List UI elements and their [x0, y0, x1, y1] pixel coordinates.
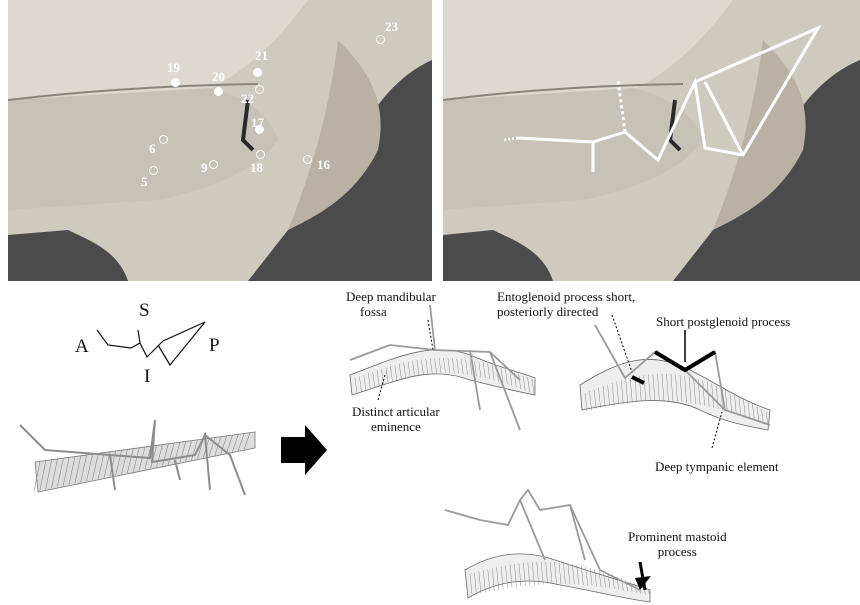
annotation-tympanic: Deep tympanic element — [655, 459, 778, 474]
orientation-wireframe — [97, 322, 205, 365]
plain-surface — [20, 420, 255, 495]
label-anterior: A — [75, 336, 89, 358]
label-posterior: P — [209, 335, 220, 357]
annotation-mandibular-fossa: Deep mandibular fossa — [346, 289, 436, 319]
surface-tympanic — [580, 325, 770, 430]
surface-mastoid — [445, 490, 650, 602]
label-superior: S — [139, 300, 150, 322]
label-inferior: I — [144, 366, 150, 388]
annotation-articular-eminence: Distinct articular eminence — [352, 404, 440, 434]
annotation-entoglenoid: Entoglenoid process short, posteriorly d… — [497, 289, 635, 319]
annotation-postglenoid: Short postglenoid process — [656, 314, 790, 329]
right-arrow-icon — [281, 425, 327, 475]
annotation-mastoid: Prominent mastoid process — [628, 529, 727, 559]
